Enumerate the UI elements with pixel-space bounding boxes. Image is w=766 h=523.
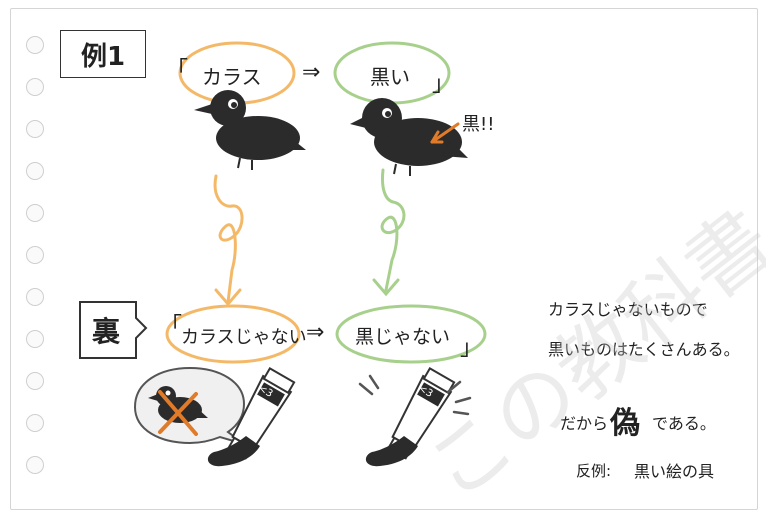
tag-box (79, 301, 148, 359)
term-not-crow: カラスじゃない (181, 327, 307, 348)
orange-loop-arrow (213, 174, 244, 304)
term-crow: カラス (202, 65, 262, 89)
binder-hole (26, 330, 44, 348)
binder-hole (26, 246, 44, 264)
crow-icon (194, 90, 306, 170)
open-bracket: 「 (160, 314, 183, 339)
callout-arrow (430, 122, 460, 144)
binder-hole (26, 78, 44, 96)
implies-arrow: ⇒ (306, 320, 325, 345)
conclusion-suffix: である。 (652, 414, 716, 433)
binder-hole (26, 120, 44, 138)
converse-tag: 裏 (92, 315, 121, 348)
orange-arrowhead (214, 288, 242, 307)
conclusion-false: 偽 (610, 406, 640, 441)
term-black: 黒い (370, 65, 410, 89)
oval-not-black (335, 304, 487, 364)
note-line-2: 黒いものはたくさんある。 (548, 340, 740, 359)
binder-hole (26, 162, 44, 180)
close-bracket: 」 (432, 72, 455, 97)
crow-icon (350, 98, 468, 176)
paint-blob (207, 436, 260, 467)
oval-not-crow (165, 304, 301, 364)
example-label: 例1 (60, 30, 146, 78)
green-loop-arrow (380, 168, 406, 292)
notebook-page (10, 8, 758, 510)
binder-hole (26, 372, 44, 390)
binder-hole (26, 36, 44, 54)
paint-blob (365, 436, 418, 467)
cross-mark (158, 390, 198, 436)
binder-hole (26, 414, 44, 432)
binder-hole (26, 456, 44, 474)
binder-hole (26, 288, 44, 306)
close-bracket: 」 (460, 336, 483, 361)
binder-hole (26, 204, 44, 222)
implies-arrow: ⇒ (302, 60, 321, 85)
green-arrowhead (372, 278, 400, 297)
conclusion-prefix: だから (560, 414, 609, 433)
term-not-black: 黒じゃない (355, 326, 451, 348)
open-bracket: 「 (166, 58, 189, 83)
callout-text: 黒!! (462, 114, 495, 135)
emphasis-marks (358, 374, 472, 416)
counterexample: 黒い絵の具 (634, 462, 715, 481)
note-line-1: カラスじゃないもので (548, 300, 708, 319)
counterexample-label: 反例: (576, 462, 612, 480)
